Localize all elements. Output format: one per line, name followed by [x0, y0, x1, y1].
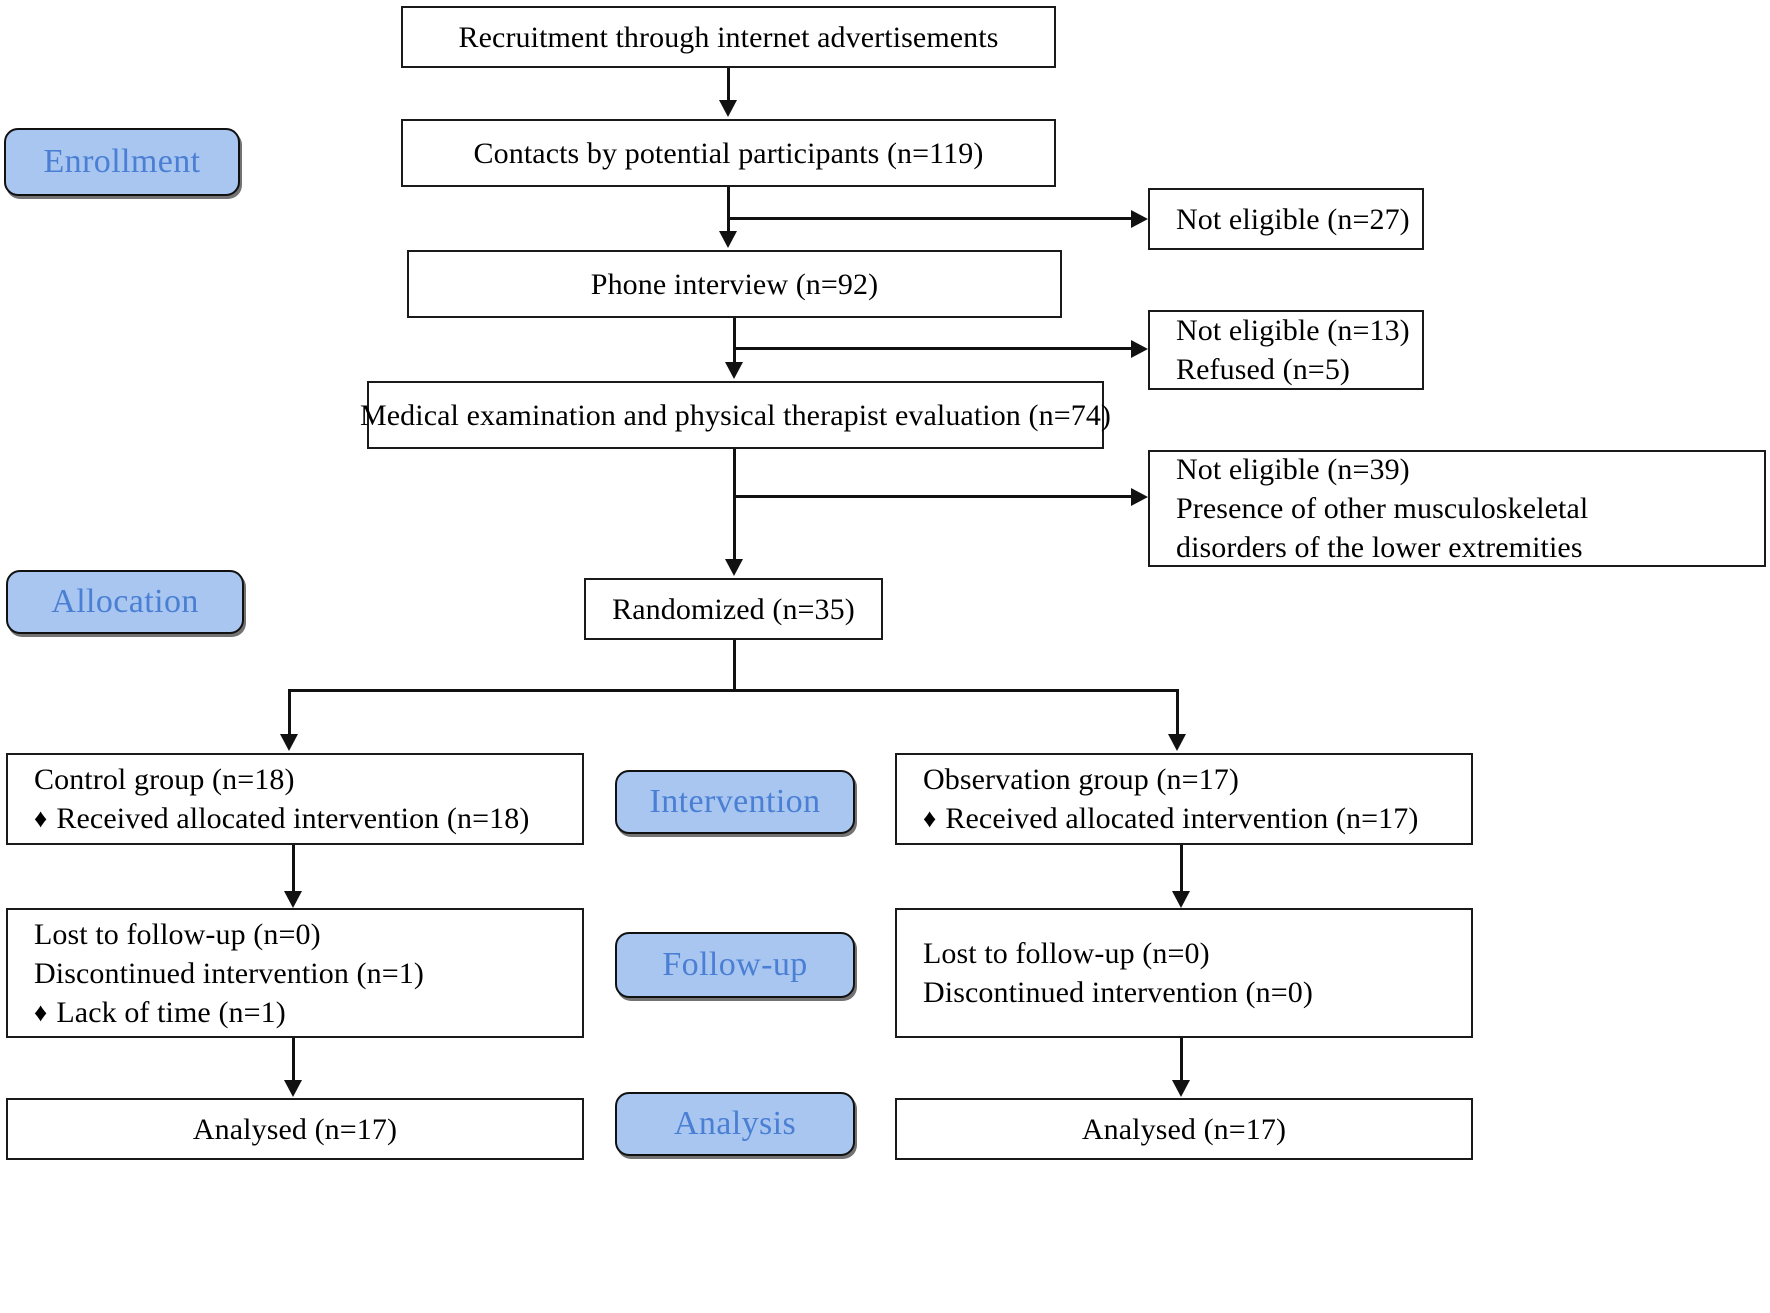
node-contacts-line1: Contacts by potential participants (n=11… — [473, 136, 984, 170]
arrow-recruitment-to-contacts — [719, 100, 737, 117]
bullet-icon: ♦ — [34, 804, 48, 833]
connector-observation-followup-to-analysed — [1180, 1038, 1183, 1082]
arrow-medical-to-randomized — [725, 559, 743, 576]
node-recruitment-line1: Recruitment through internet advertiseme… — [458, 20, 999, 54]
stage-label-followup: Follow-up — [615, 932, 855, 998]
bullet-icon: ♦ — [34, 997, 48, 1027]
connector-contacts-to-phone — [727, 187, 730, 233]
stage-label-allocation: Allocation — [6, 570, 244, 634]
connector-medical-to-excluded39 — [733, 495, 1131, 498]
node-control-allocation-bullet1-row: ♦ Received allocated intervention (n=18) — [34, 799, 529, 838]
node-control-followup-line2: Discontinued intervention (n=1) — [34, 956, 424, 990]
arrow-control-followup-to-analysed — [284, 1080, 302, 1097]
connector-contacts-to-excluded27 — [727, 217, 1131, 220]
node-excluded-not-eligible-27: Not eligible (n=27) — [1148, 188, 1424, 250]
connector-phone-to-medical — [733, 318, 736, 364]
connector-observation-allocation-to-followup — [1180, 845, 1183, 893]
node-control-group-followup: Lost to follow-up (n=0) Discontinued int… — [6, 908, 584, 1038]
node-excluded-13-line1: Not eligible (n=13) — [1176, 314, 1410, 347]
node-control-allocation-line1: Control group (n=18) — [34, 763, 295, 796]
arrow-observation-allocation-to-followup — [1172, 891, 1190, 908]
node-randomized: Randomized (n=35) — [584, 578, 883, 640]
connector-bus-to-observation-group — [1176, 689, 1179, 736]
node-observation-followup-line2: Discontinued intervention (n=0) — [923, 976, 1313, 1009]
node-excluded-not-eligible-13-refused-5: Not eligible (n=13) Refused (n=5) — [1148, 310, 1424, 390]
connector-bus-to-control-group — [288, 689, 291, 736]
node-control-followup-bullet1-row: ♦ Lack of time (n=1) — [34, 993, 286, 1032]
node-medical-examination: Medical examination and physical therapi… — [360, 381, 1111, 449]
arrow-contacts-to-excluded27 — [1131, 210, 1148, 228]
stage-label-allocation-text: Allocation — [51, 583, 199, 620]
connector-split-bus — [288, 689, 1178, 692]
arrow-observation-followup-to-analysed — [1172, 1080, 1190, 1097]
node-excluded-39-line2: Presence of other musculoskeletal — [1176, 492, 1589, 525]
arrow-bus-to-observation-group — [1168, 734, 1186, 751]
connector-phone-to-excluded13 — [733, 347, 1131, 350]
connector-control-allocation-to-followup — [292, 845, 295, 893]
node-control-followup-line1: Lost to follow-up (n=0) — [34, 917, 321, 951]
node-control-analysed-line1: Analysed (n=17) — [192, 1112, 398, 1146]
stage-label-followup-text: Follow-up — [662, 946, 808, 983]
node-medical-examination-line1: Medical examination and physical therapi… — [359, 398, 1112, 432]
stage-label-enrollment-text: Enrollment — [43, 143, 201, 180]
node-control-followup-bullet1: Lack of time (n=1) — [56, 995, 286, 1029]
node-control-group-allocation: Control group (n=18) ♦ Received allocated… — [6, 753, 584, 845]
connector-recruitment-to-contacts — [727, 68, 730, 102]
bullet-icon: ♦ — [923, 804, 937, 833]
node-recruitment: Recruitment through internet advertiseme… — [401, 6, 1056, 68]
stage-label-intervention-text: Intervention — [649, 783, 821, 820]
node-contacts: Contacts by potential participants (n=11… — [401, 119, 1056, 187]
arrow-control-allocation-to-followup — [284, 891, 302, 908]
node-observation-group-followup: Lost to follow-up (n=0) Discontinued int… — [895, 908, 1473, 1038]
arrow-bus-to-control-group — [280, 734, 298, 751]
stage-label-enrollment: Enrollment — [4, 128, 240, 196]
arrow-phone-to-excluded13 — [1131, 340, 1148, 358]
connector-medical-to-randomized — [733, 449, 736, 561]
connector-randomized-down — [733, 640, 736, 691]
node-phone-interview-line1: Phone interview (n=92) — [590, 267, 879, 301]
node-observation-analysed-line1: Analysed (n=17) — [1081, 1112, 1287, 1146]
node-excluded-13-line2: Refused (n=5) — [1176, 353, 1351, 386]
node-observation-allocation-line1: Observation group (n=17) — [923, 763, 1239, 796]
stage-label-analysis: Analysis — [615, 1092, 855, 1156]
node-observation-allocation-bullet1-row: ♦ Received allocated intervention (n=17) — [923, 799, 1418, 838]
node-phone-interview: Phone interview (n=92) — [407, 250, 1062, 318]
node-observation-group-analysed: Analysed (n=17) — [895, 1098, 1473, 1160]
node-observation-group-allocation: Observation group (n=17) ♦ Received alloc… — [895, 753, 1473, 845]
node-control-group-analysed: Analysed (n=17) — [6, 1098, 584, 1160]
node-observation-allocation-bullet1: Received allocated intervention (n=17) — [945, 802, 1419, 835]
node-excluded-39-line3: disorders of the lower extremities — [1176, 531, 1583, 564]
arrow-contacts-to-phone — [719, 231, 737, 248]
node-excluded-39-line1: Not eligible (n=39) — [1176, 453, 1410, 486]
node-observation-followup-line1: Lost to follow-up (n=0) — [923, 937, 1210, 970]
node-randomized-line1: Randomized (n=35) — [612, 592, 855, 626]
node-excluded-not-eligible-39: Not eligible (n=39) Presence of other mu… — [1148, 450, 1766, 567]
arrow-phone-to-medical — [725, 362, 743, 379]
stage-label-analysis-text: Analysis — [673, 1105, 797, 1142]
arrow-medical-to-excluded39 — [1131, 488, 1148, 506]
node-control-allocation-bullet1: Received allocated intervention (n=18) — [56, 802, 530, 835]
stage-label-intervention: Intervention — [615, 770, 855, 834]
node-excluded-27-line1: Not eligible (n=27) — [1176, 202, 1410, 236]
connector-control-followup-to-analysed — [292, 1038, 295, 1082]
